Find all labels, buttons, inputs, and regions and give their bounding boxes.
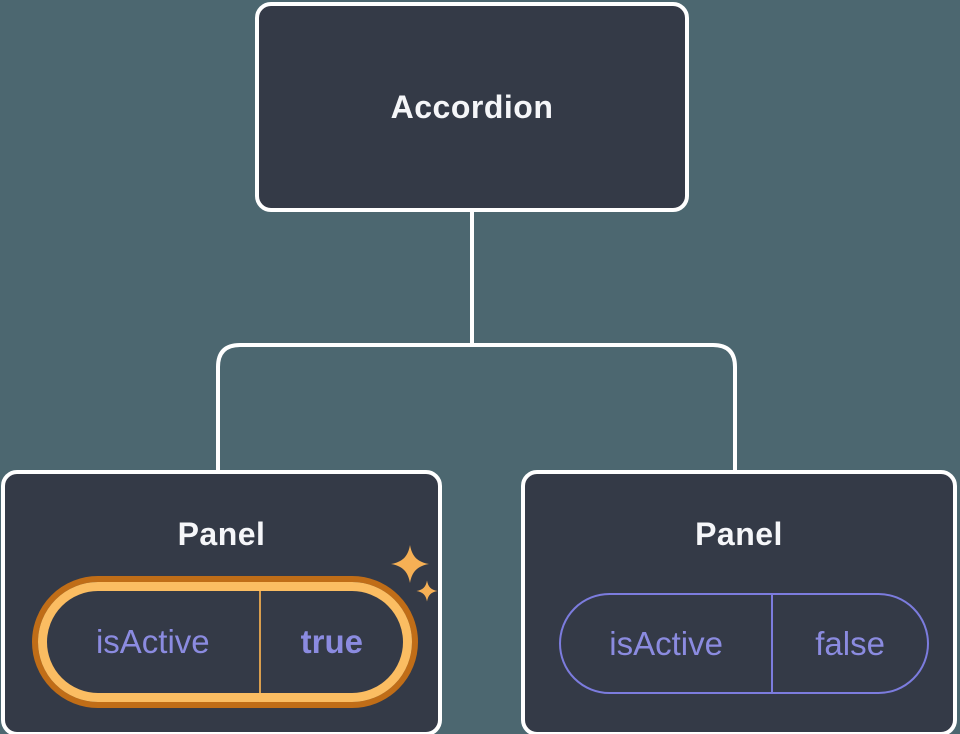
prop-value-label: false xyxy=(815,624,885,662)
sparkle-icon xyxy=(391,545,438,602)
node-panel-inactive: Panel isActive false xyxy=(521,470,957,734)
node-panel-active: Panel isActive true xyxy=(1,470,442,734)
node-accordion: Accordion xyxy=(255,2,689,212)
prop-pill-plain: isActive false xyxy=(559,593,929,694)
node-label: Accordion xyxy=(390,88,554,125)
prop-pill-inner-ring: isActive true xyxy=(38,582,412,702)
node-label: Panel xyxy=(177,516,266,552)
prop-pill-highlighted: isActive true xyxy=(32,576,418,708)
prop-value-label: true xyxy=(300,623,363,660)
sparkle-small xyxy=(416,580,438,602)
sparkle-large xyxy=(391,545,429,583)
prop-name-label: isActive xyxy=(47,591,261,693)
prop-name-label: isActive xyxy=(561,595,774,692)
connector-branch xyxy=(216,343,737,472)
node-label: Panel xyxy=(695,516,783,552)
